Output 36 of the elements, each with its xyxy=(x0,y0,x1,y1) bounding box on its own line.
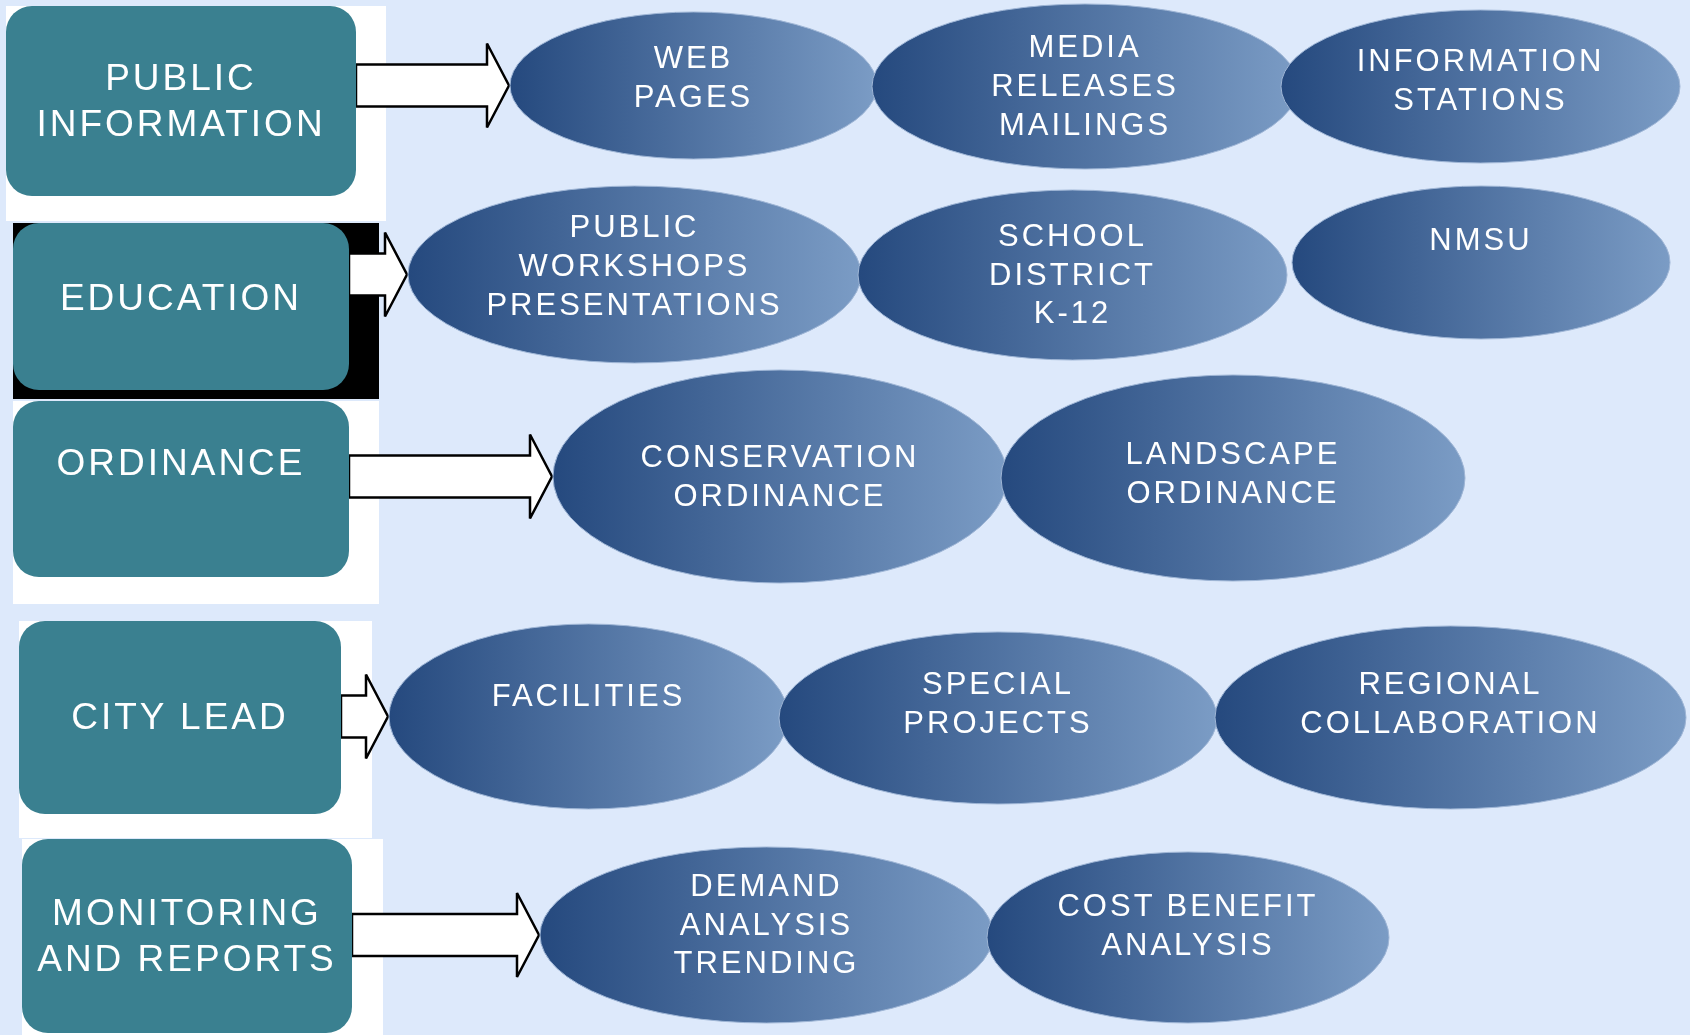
label-text: SPECIAL PROJECTS xyxy=(902,665,1094,742)
block-arrow xyxy=(354,42,511,129)
label-text: NMSU xyxy=(1428,221,1534,260)
category-box xyxy=(13,223,349,390)
topic-ellipse xyxy=(1000,374,1466,582)
topic-ellipse xyxy=(407,185,862,364)
label-text: SCHOOL DISTRICT K-12 xyxy=(988,216,1157,333)
label-text: CONSERVATION ORDINANCE xyxy=(639,437,921,515)
topic-ellipse xyxy=(778,631,1218,805)
block-arrow xyxy=(347,433,554,520)
label-text: MONITORING AND REPORTS xyxy=(36,890,338,981)
topic-ellipse xyxy=(1280,9,1681,164)
label-text: ORDINANCE xyxy=(55,440,307,485)
block-arrow xyxy=(347,231,409,318)
block-arrow xyxy=(350,891,541,979)
category-box xyxy=(19,621,341,814)
label-text: DEMAND ANALYSIS TRENDING xyxy=(672,866,861,983)
label-text: PUBLIC WORKSHOPS PRESENTATIONS xyxy=(485,208,784,324)
label-text: INFORMATION STATIONS xyxy=(1355,41,1606,119)
category-box xyxy=(13,401,349,577)
label-text: EDUCATION xyxy=(58,276,304,321)
topic-ellipse xyxy=(1291,185,1671,340)
label-text: CITY LEAD xyxy=(70,695,290,740)
topic-ellipse xyxy=(1214,625,1687,810)
topic-ellipse xyxy=(857,189,1288,361)
label-text: WEB PAGES xyxy=(632,38,755,116)
label-text: FACILITIES xyxy=(490,677,687,716)
label-text: PUBLIC INFORMATION xyxy=(35,55,327,146)
label-text: MEDIA RELEASES MAILINGS xyxy=(990,28,1180,144)
label-text: LANDSCAPE ORDINANCE xyxy=(1124,435,1342,512)
category-box xyxy=(6,6,356,196)
block-arrow xyxy=(339,673,390,760)
topic-ellipse xyxy=(986,851,1390,1024)
category-box xyxy=(22,839,352,1033)
label-text: REGIONAL COLLABORATION xyxy=(1299,664,1602,742)
label-text: COST BENEFIT ANALYSIS xyxy=(1056,886,1320,964)
